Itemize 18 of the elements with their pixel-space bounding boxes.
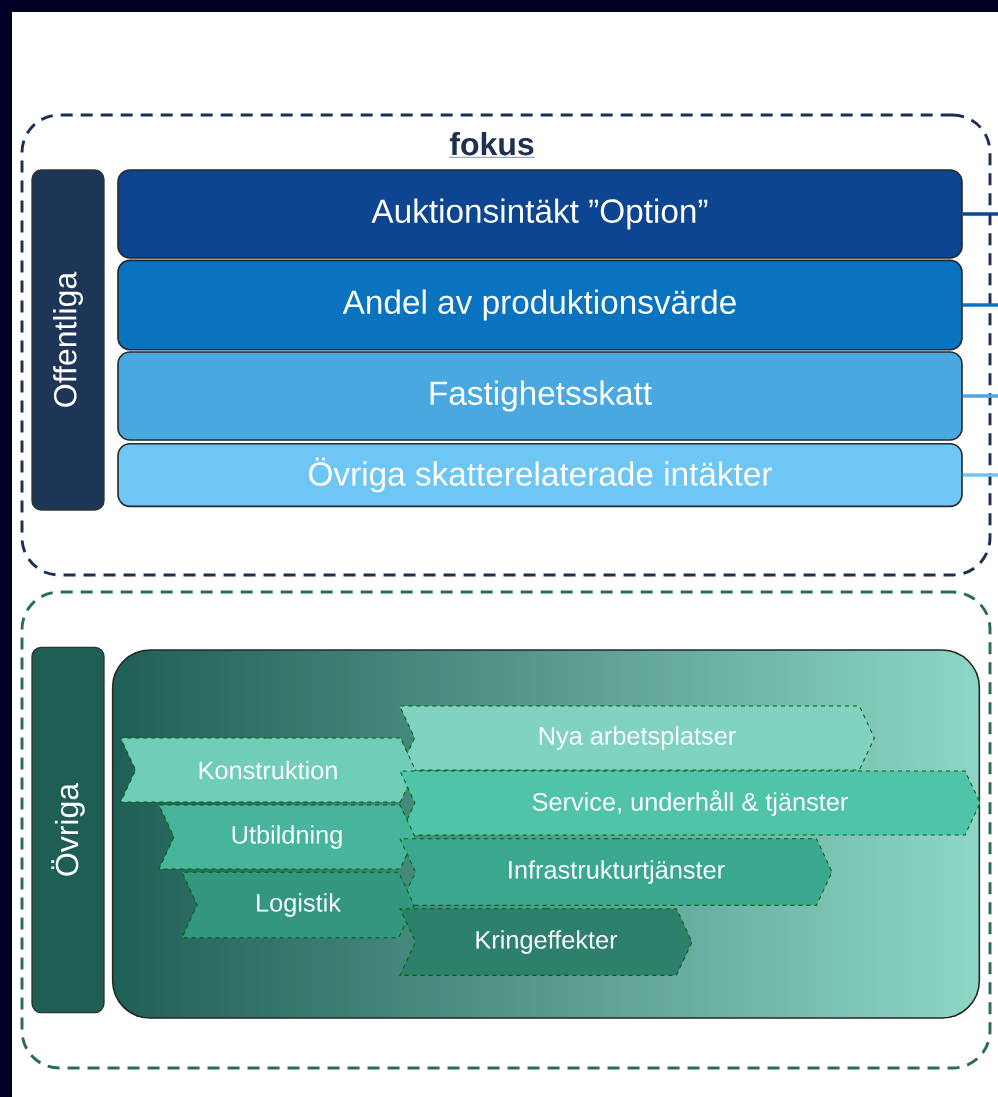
connector-line [962, 394, 998, 398]
category-bar: Övriga skatterelaterade intäkter [117, 442, 963, 508]
hexagon-tag: Konstruktion [119, 737, 416, 803]
hexagon-tag: Kringeffekter [399, 908, 693, 976]
hexagon-tag: Infrastrukturtjänster [399, 838, 833, 906]
category-bar: Andel av produktionsvärde [117, 259, 963, 351]
connector-line [962, 212, 998, 216]
hexagon-tag: Utbildning [158, 804, 416, 870]
side-label: Offentliga [31, 169, 105, 511]
dashed-group [20, 590, 992, 1070]
hexagon-tag: Nya arbetsplatser [398, 705, 875, 771]
hexagon-tag: Logistik [181, 871, 415, 939]
hexagon-tag: Service, underhåll & tjänster [399, 770, 981, 836]
connector-line [962, 303, 998, 307]
connector-line [962, 473, 998, 477]
category-bar: Auktionsintäkt ”Option” [117, 169, 963, 259]
side-label: Övriga [31, 646, 105, 1014]
category-bar: Fastighetsskatt [117, 351, 963, 441]
